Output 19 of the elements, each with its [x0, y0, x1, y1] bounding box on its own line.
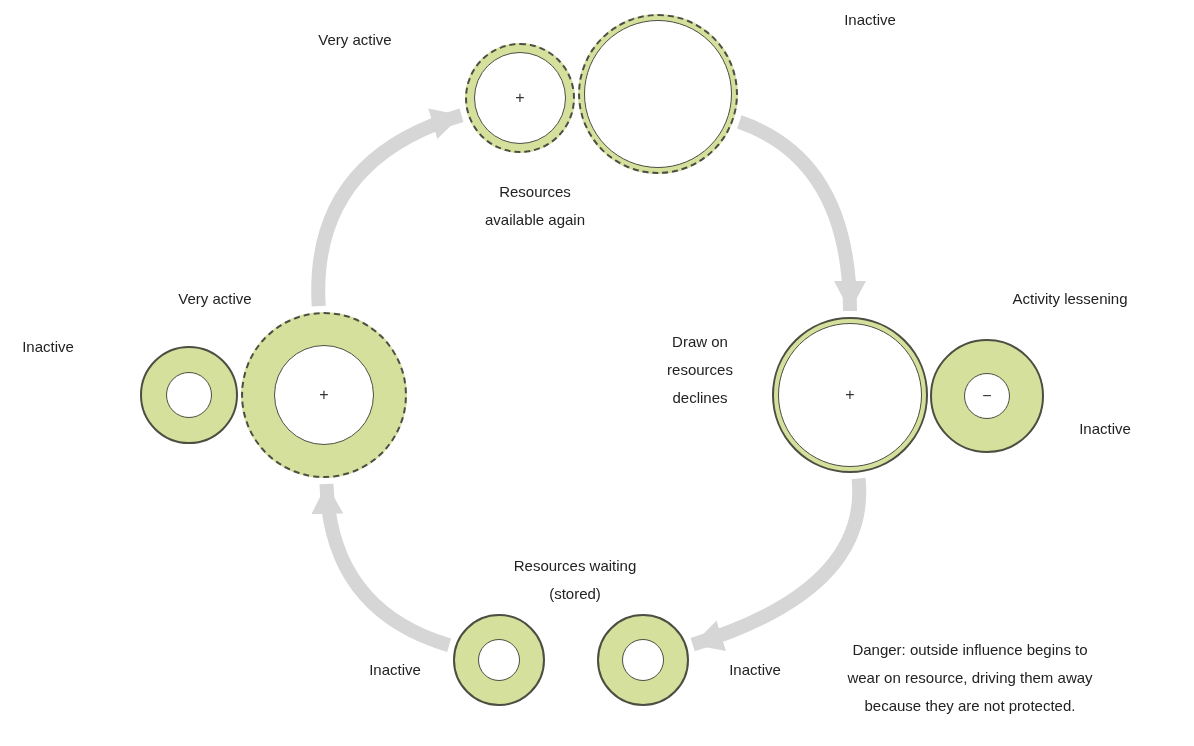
state-label: Draw on resources declines: [666, 332, 734, 408]
state-label: Inactive: [728, 660, 782, 680]
state-label: Danger: outside influence begins to wear on resource, driving them away because they are not protected.: [846, 640, 1094, 716]
state-label: Very active: [177, 289, 253, 309]
state-label: Activity lessening: [1011, 289, 1129, 309]
cycle-arrow: [312, 483, 452, 652]
state-label: Inactive: [368, 660, 422, 680]
state-label: Inactive: [21, 337, 75, 357]
state-label: Resources available again: [483, 182, 587, 230]
sign-text: −: [982, 388, 992, 404]
sign-text: +: [515, 90, 525, 106]
state-label: Inactive: [1078, 419, 1132, 439]
sign-text: +: [319, 387, 329, 403]
sign-text: +: [845, 387, 855, 403]
cycle-arrow: [311, 108, 464, 307]
state-label: Resources waiting (stored): [512, 556, 638, 604]
state-label: Inactive: [843, 10, 897, 30]
state-label: Very active: [317, 30, 393, 50]
cycle-arrow: [690, 478, 867, 652]
